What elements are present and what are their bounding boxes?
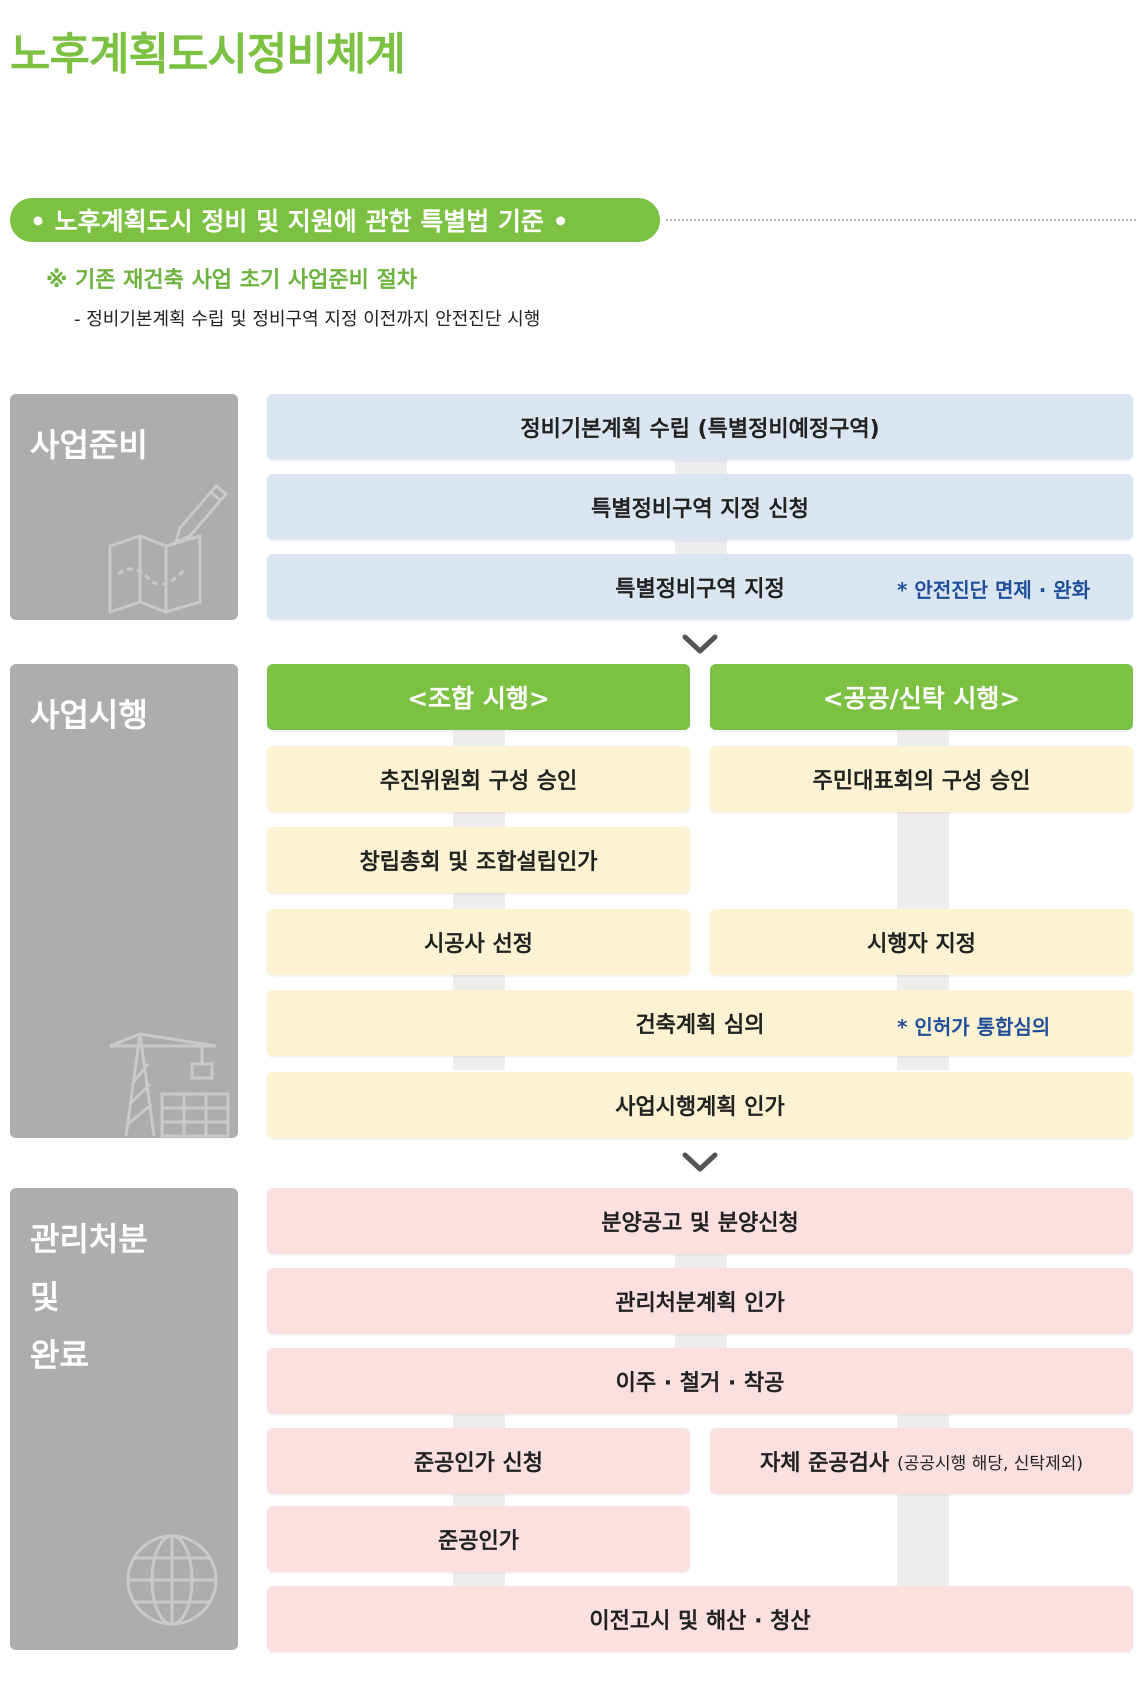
note-heading: ※ 기존 재건축 사업 초기 사업준비 절차: [46, 268, 417, 293]
prep-step-1: 정비기본계획 수립 (특별정비예정구역): [267, 394, 1133, 460]
mgmt-step-1: 분양공고 및 분양신청: [267, 1188, 1133, 1254]
right-step-label: 자체 준공검사: [760, 1451, 890, 1476]
crane-icon: [109, 1032, 230, 1138]
subtitle-pill: • 노후계획도시 정비 및 지원에 관한 특별법 기준 •: [10, 198, 660, 242]
stage-mgmt-label-line3: 완료: [30, 1336, 89, 1374]
public-step-2: 시행자 지정: [710, 909, 1133, 975]
dotted-divider: [666, 219, 1136, 221]
shared-step-1-label: 건축계획 심의: [635, 1013, 765, 1038]
page-title: 노후계획도시정비체계: [10, 29, 406, 80]
stage-mgmt-label-line2: 및: [30, 1278, 60, 1316]
right-step: 자체 준공검사 (공공시행 해당, 신탁제외): [710, 1428, 1133, 1494]
stage-mgmt-label: 관리처분 및 완료: [30, 1210, 148, 1384]
mgmt-step-2: 관리처분계획 인가: [267, 1268, 1133, 1334]
chevron-down-icon: [682, 634, 718, 654]
exec-note: * 인허가 통합심의: [897, 1015, 1051, 1039]
prep-note: * 안전진단 면제 · 완화: [897, 578, 1091, 602]
stage-exec-sidebar: 사업시행: [10, 664, 238, 1138]
prep-step-2: 특별정비구역 지정 신청: [267, 474, 1133, 540]
chevron-down-icon: [682, 1152, 718, 1172]
globe-icon: [126, 1534, 218, 1626]
map-pencil-icon: [108, 483, 228, 614]
right-step-sub: (공공시행 해당, 신탁제외): [897, 1453, 1083, 1474]
shared-step-2: 사업시행계획 인가: [267, 1072, 1133, 1138]
note-detail: - 정비기본계획 수립 및 정비구역 지정 이전까지 안전진단 시행: [74, 309, 541, 330]
final-step: 이전고시 및 해산 · 청산: [267, 1586, 1133, 1652]
left-step-2: 준공인가: [267, 1506, 690, 1572]
union-step-2: 창립총회 및 조합설립인가: [267, 827, 690, 893]
public-header: <공공/신탁 시행>: [710, 664, 1133, 730]
stage-exec-label: 사업시행: [30, 696, 148, 734]
stage-prep-sidebar: 사업준비: [10, 394, 238, 620]
union-step-1: 추진위원회 구성 승인: [267, 746, 690, 812]
mgmt-step-3: 이주 · 철거 · 착공: [267, 1348, 1133, 1414]
prep-step-3-label: 특별정비구역 지정: [615, 577, 785, 602]
stage-mgmt-label-line1: 관리처분: [30, 1220, 148, 1258]
prep-step-3: 특별정비구역 지정: [267, 554, 1133, 620]
left-step-1: 준공인가 신청: [267, 1428, 690, 1494]
stage-prep-label: 사업준비: [30, 426, 148, 464]
stage-mgmt-sidebar: 관리처분 및 완료: [10, 1188, 238, 1650]
public-step-1: 주민대표회의 구성 승인: [710, 746, 1133, 812]
union-step-3: 시공사 선정: [267, 909, 690, 975]
shared-step-1: 건축계획 심의: [267, 990, 1133, 1056]
union-header: <조합 시행>: [267, 664, 690, 730]
